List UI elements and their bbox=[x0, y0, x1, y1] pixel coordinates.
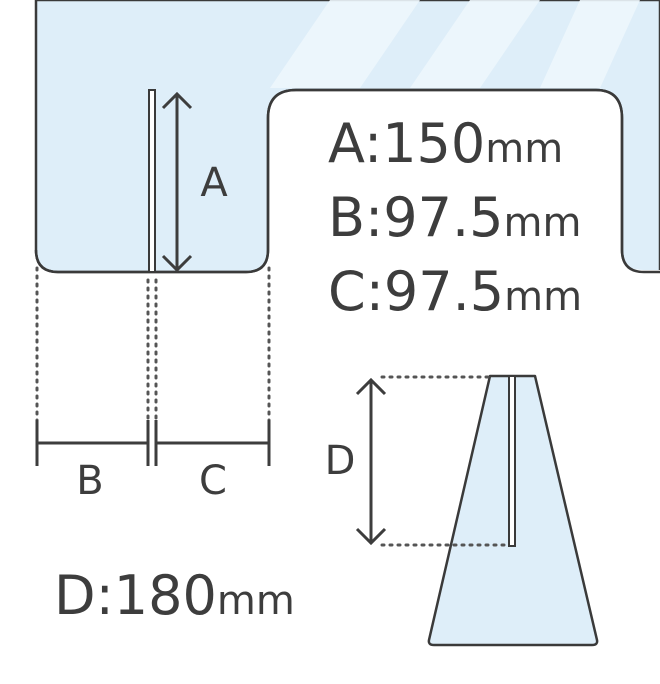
spec-c: C:97.5mm bbox=[328, 260, 582, 323]
label-d: D bbox=[325, 438, 356, 484]
stand-slot bbox=[508, 375, 516, 547]
dimension-a-arrow bbox=[161, 91, 193, 273]
label-c: C bbox=[199, 458, 227, 504]
spec-d: D:180mm bbox=[54, 564, 295, 627]
dimension-d-dots bbox=[380, 375, 508, 547]
extension-dots bbox=[35, 266, 271, 432]
spec-a: A:150mm bbox=[328, 112, 563, 175]
glass-highlight-3 bbox=[540, 0, 640, 88]
dimension-d-arrow bbox=[355, 377, 387, 546]
spec-b: B:97.5mm bbox=[328, 186, 581, 249]
label-a: A bbox=[200, 160, 228, 206]
glass-highlight-1 bbox=[270, 0, 420, 88]
dimension-bc-bracket bbox=[35, 420, 271, 466]
label-b: B bbox=[76, 458, 103, 504]
notch-outline bbox=[34, 88, 660, 274]
glass-highlight-2 bbox=[410, 0, 540, 88]
panel-slot bbox=[148, 89, 156, 273]
